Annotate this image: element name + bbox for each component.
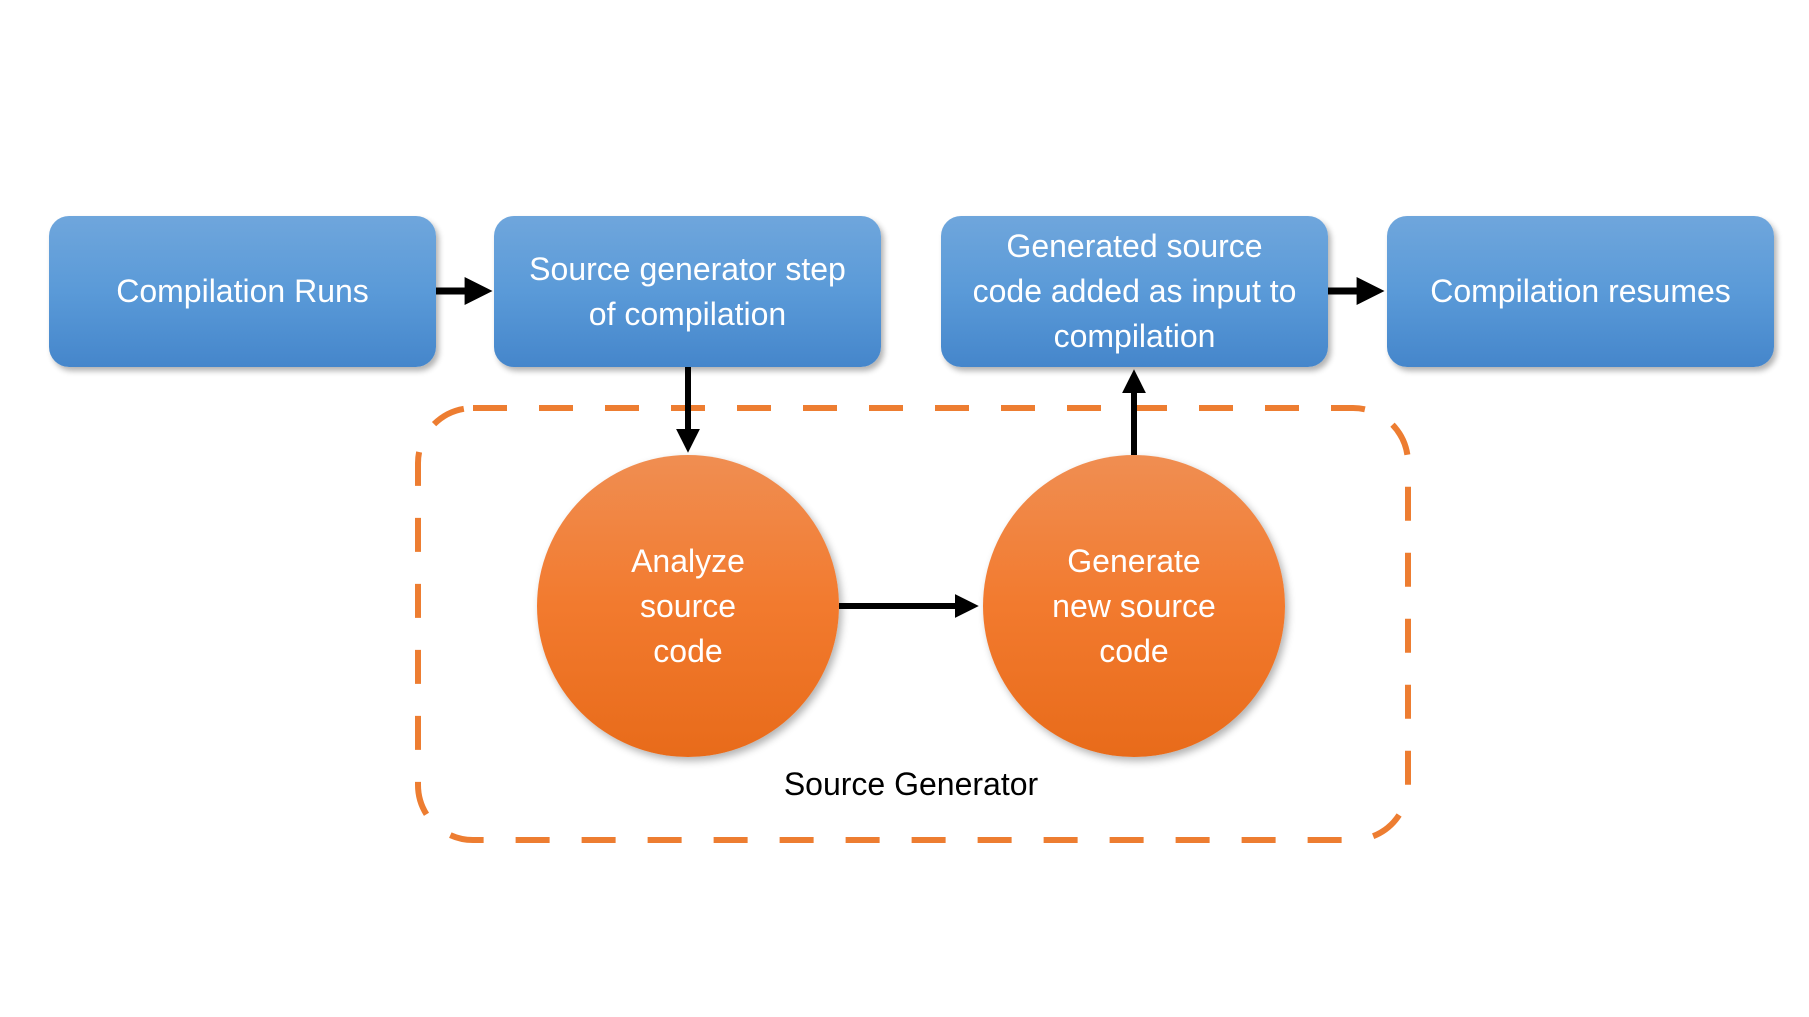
box-compilation-runs: Compilation Runs <box>49 216 436 367</box>
circle-analyze-source-code: Analyze source code <box>537 455 839 757</box>
box-label: Source generator step of compilation <box>529 250 846 332</box>
box-compilation-resumes: Compilation resumes <box>1387 216 1774 367</box>
source-generator-group-border <box>415 405 1411 843</box>
box-label: Generated source code added as input to … <box>972 228 1297 354</box>
box-label: Compilation resumes <box>1430 273 1731 309</box>
source-generator-group-label: Source Generator <box>783 766 1039 802</box>
box-label: Compilation Runs <box>116 273 369 309</box>
circle-label: Generate new source code <box>1052 542 1216 669</box>
circle-label: Analyze source code <box>631 542 745 669</box>
box-source-generator-step: Source generator step of compilation <box>494 216 881 367</box>
box-generated-source-added: Generated source code added as input to … <box>941 216 1328 367</box>
circle-generate-new-source-code: Generate new source code <box>983 455 1285 757</box>
